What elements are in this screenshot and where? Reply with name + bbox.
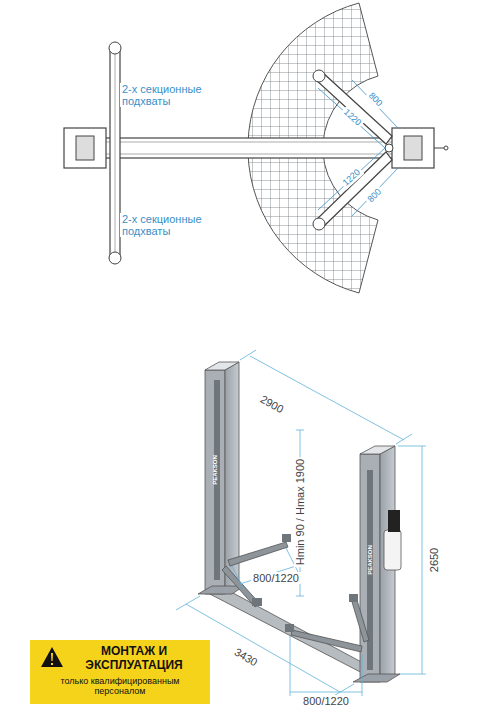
dimension: 800/1220 [301, 695, 351, 707]
warning-heading: МОНТАЖ И ЭКСПЛУАТАЦИЯ [64, 645, 204, 673]
warning-icon [40, 646, 64, 668]
brand-mark: PEAKSON [212, 453, 219, 487]
dimension: 800 [365, 186, 385, 207]
warning-note: только квалифицированным персоналом [36, 676, 204, 697]
warning-box: МОНТАЖ И ЭКСПЛУАТАЦИЯ только квалифициров… [30, 640, 210, 704]
lift-3d-view [176, 350, 426, 698]
dimension: 800 [365, 90, 385, 111]
top-view [64, 3, 448, 293]
dimension: 800/1220 [251, 572, 301, 584]
brand-mark: PEAKSON [367, 543, 374, 577]
dimension: 2650 [428, 546, 440, 574]
dimension: 3430 [231, 645, 262, 670]
dimension: 2900 [257, 392, 288, 416]
zone-note: 2-х секционные подхваты [120, 213, 220, 237]
zone-note: 2-х секционные подхваты [120, 83, 220, 107]
dimension: Hmin 90 / Hmax 1900 [294, 457, 306, 567]
